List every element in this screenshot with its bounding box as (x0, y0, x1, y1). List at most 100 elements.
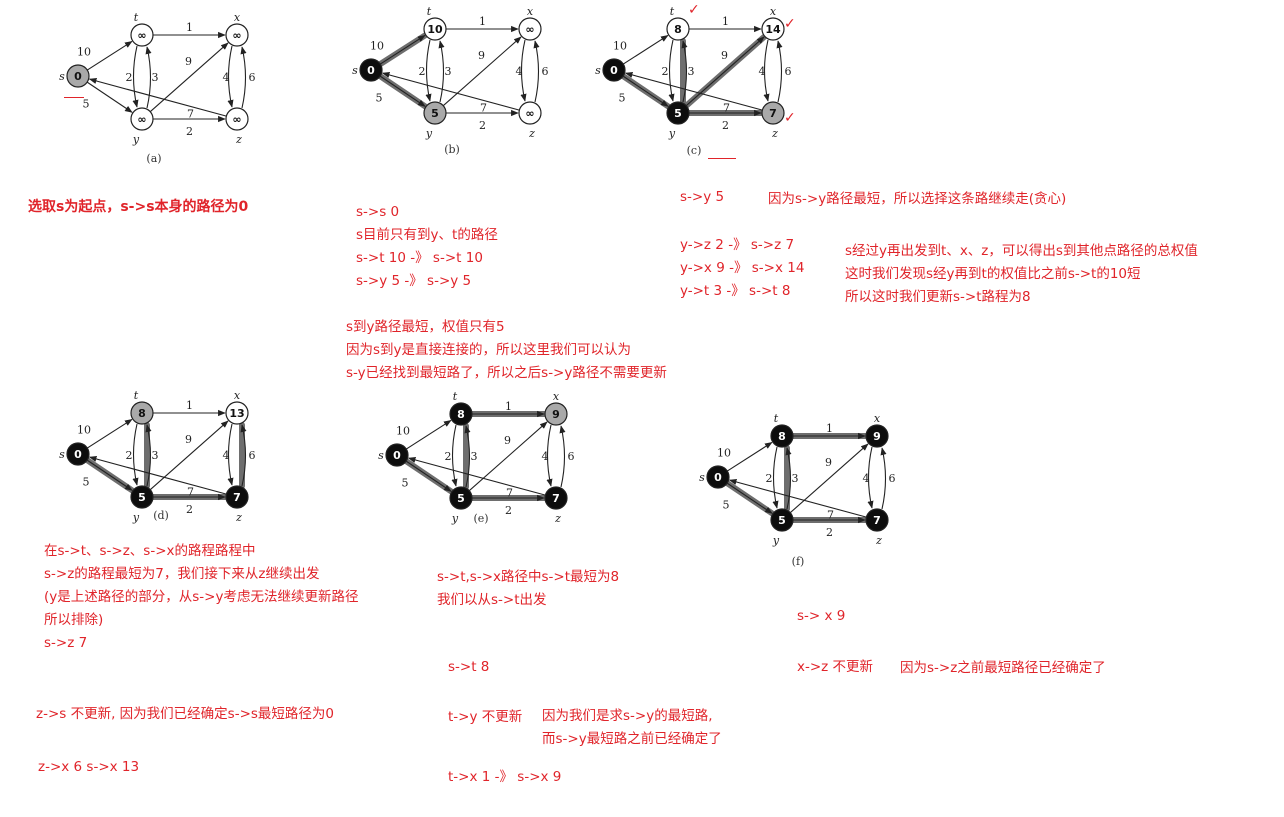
graph-edge (468, 421, 548, 492)
edge-weight-label: 9 (504, 434, 511, 447)
node-name-label: y (772, 534, 780, 547)
graph-node-x (518, 17, 542, 41)
panel-caption: (d) (153, 509, 169, 522)
graph-node-x (225, 401, 249, 425)
graph-edge (405, 460, 452, 492)
graph-edge (442, 36, 522, 107)
underline-c (708, 158, 736, 159)
graph-edge (132, 45, 139, 108)
note-f3: 因为s->z之前最短路径已经确定了 (900, 660, 1106, 676)
note-e5: t->x 1 -》 s->x 9 (448, 769, 562, 785)
graph-edge (381, 71, 520, 111)
graph-edge (763, 39, 770, 102)
edge-weight-label: 10 (370, 40, 384, 53)
node-name-label: y (668, 127, 676, 140)
graph-edge (438, 40, 445, 103)
edge-weight-label: 7 (723, 102, 730, 115)
edge-weight-label: 1 (186, 399, 193, 412)
node-name-label: z (554, 512, 561, 525)
graph-node-z (865, 508, 889, 532)
panel-caption: (e) (473, 512, 488, 525)
edge-weight-label: 2 (445, 450, 452, 463)
edge-weight-label: 4 (516, 65, 523, 78)
graph-edge (776, 40, 783, 103)
node-distance-label: 0 (393, 449, 401, 462)
note-e3: t->y 不更新 (448, 709, 523, 725)
edge-weight-label: 5 (376, 92, 383, 105)
node-name-label: y (132, 511, 140, 524)
node-distance-label: 13 (229, 407, 244, 420)
graph-node-s (385, 443, 409, 467)
edge-weight-label: 5 (619, 92, 626, 105)
edge-weight-label: 6 (889, 472, 896, 485)
node-name-label: t (427, 5, 432, 18)
graph-node-y (130, 485, 154, 509)
graph-edge (622, 35, 669, 65)
edge-weight-label: 3 (471, 450, 478, 463)
node-name-label: s (595, 64, 601, 77)
graph-edge (685, 36, 765, 107)
graph-node-x (544, 402, 568, 426)
node-name-label: t (774, 412, 779, 425)
graph-edge (451, 424, 458, 487)
graph-edge (559, 425, 566, 488)
node-distance-label: 8 (138, 407, 146, 420)
graph-edge (728, 478, 867, 518)
node-distance-label: 5 (431, 107, 439, 120)
node-distance-label: 7 (769, 107, 777, 120)
note-e4: 因为我们是求s->y的最短路, 而s->y最短路之前已经确定了 (542, 708, 722, 747)
graph-node-t (130, 23, 154, 47)
node-distance-label: 10 (427, 23, 443, 36)
node-name-label: s (699, 471, 705, 484)
node-name-label: z (235, 133, 242, 146)
node-name-label: t (453, 390, 458, 403)
graph-edge (407, 456, 546, 496)
edge-weight-label: 2 (766, 472, 773, 485)
graph-node-x (761, 17, 785, 41)
node-name-label: y (451, 512, 459, 525)
graph-edge (379, 35, 426, 65)
graph-edge (227, 423, 234, 486)
node-distance-label: ∞ (525, 107, 534, 120)
graph-node-y (423, 101, 447, 125)
graph-node-y (130, 107, 154, 131)
note-b2: s到y路径最短，权值只有5 因为s到y是直接连接的，所以这里我们可以认为 s-y… (346, 319, 667, 381)
node-distance-label: 9 (873, 430, 881, 443)
edge-weight-label: 2 (126, 71, 133, 84)
edge-weight-label: 3 (445, 65, 452, 78)
graph-edge (86, 419, 133, 449)
node-distance-label: 8 (778, 430, 786, 443)
graph-edge (789, 443, 869, 514)
node-name-label: s (378, 449, 384, 462)
edge-weight-label: 10 (77, 46, 91, 59)
note-c2: 因为s->y路径最短，所以选择这条路继续走(贪心) (768, 191, 1067, 207)
check-mark-x: ✓ (784, 16, 796, 32)
graph-edge (88, 77, 227, 117)
node-distance-label: 5 (457, 492, 465, 505)
edge-weight-label: 9 (478, 49, 485, 62)
graph-edge (86, 459, 133, 491)
underline-s (64, 97, 84, 98)
edge-weight-label: 10 (77, 424, 91, 437)
edge-weight-label: 2 (479, 119, 486, 132)
graph-edge (132, 423, 139, 486)
note-f1: s-> x 9 (797, 608, 846, 624)
graph-edge (464, 425, 471, 488)
node-name-label: z (528, 127, 535, 140)
graph-node-t (130, 401, 154, 425)
graph-edge (145, 46, 152, 109)
graph-node-t (423, 17, 447, 41)
graph-edge (149, 420, 229, 491)
edge-weight-label: 3 (792, 472, 799, 485)
edge-weight-label: 7 (827, 509, 834, 522)
graph-node-z (518, 101, 542, 125)
node-distance-label: 0 (74, 70, 82, 83)
edge-weight-label: 9 (185, 433, 192, 446)
note-e1: s->t,s->x路径中s->t最短为8 我们以从s->t出发 (437, 569, 620, 608)
node-name-label: x (234, 389, 241, 402)
note-c3: y->z 2 -》 s->z 7 y->x 9 -》 s->x 14 y->t … (680, 237, 805, 299)
edge-weight-label: 4 (863, 472, 870, 485)
graph-edge (726, 482, 773, 514)
